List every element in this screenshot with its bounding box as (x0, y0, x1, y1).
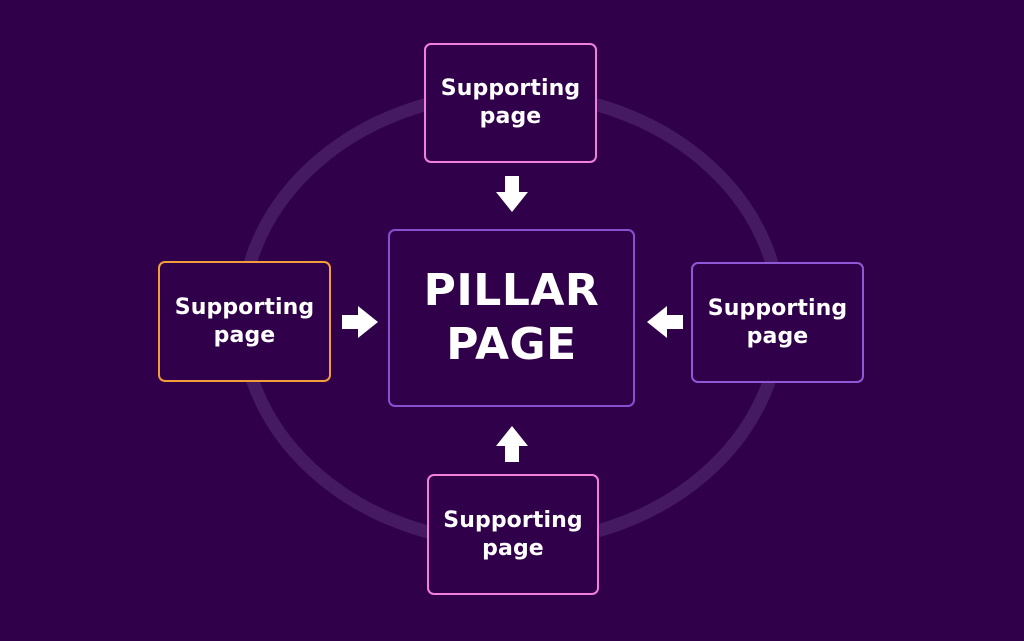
supporting-page-top: Supporting page (424, 43, 597, 163)
supporting-page-right-line2: page (746, 323, 809, 349)
pillar-page-box: PILLAR PAGE (388, 229, 635, 407)
supporting-page-top-line1: Supporting (440, 76, 581, 101)
supporting-page-bottom-line2: page (482, 535, 544, 561)
arrow-down-icon (496, 176, 528, 212)
supporting-page-left: Supporting page (158, 261, 331, 382)
pillar-page-label-line1: PILLAR (423, 265, 600, 316)
supporting-page-left-line2: page (213, 322, 276, 348)
arrow-right-icon (342, 306, 378, 338)
supporting-page-bottom: Supporting page (427, 474, 599, 595)
arrow-left-icon (647, 306, 683, 338)
supporting-page-right: Supporting page (691, 262, 864, 383)
supporting-page-top-line2: page (479, 104, 542, 129)
supporting-page-left-line1: Supporting (174, 294, 315, 320)
pillar-page-label-line2: PAGE (446, 319, 577, 370)
arrow-up-icon (496, 426, 528, 462)
supporting-page-bottom-line1: Supporting (443, 507, 583, 533)
supporting-page-right-line1: Supporting (707, 295, 848, 321)
